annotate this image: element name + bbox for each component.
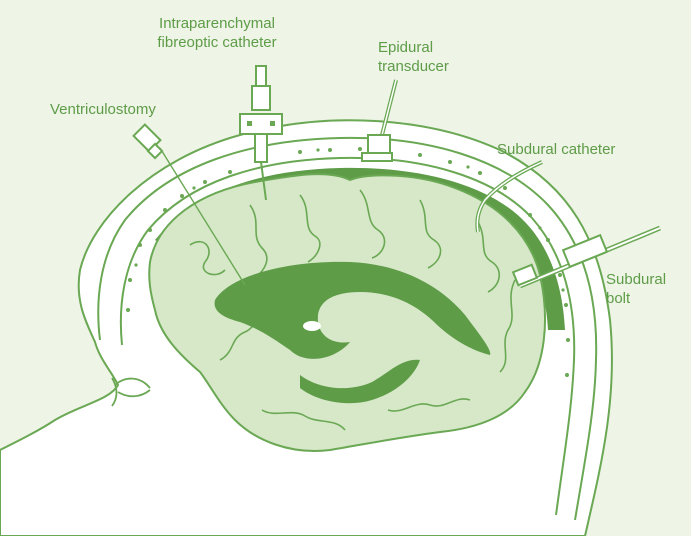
label-epidural-transducer: Epidural transducer [378, 38, 449, 76]
label-intraparenchymal-catheter: Intraparenchymal fibreoptic catheter [152, 14, 282, 52]
label-ventriculostomy: Ventriculostomy [50, 100, 156, 119]
label-intraparenchymal-line1: Intraparenchymal [152, 14, 282, 33]
label-subdural-catheter: Subdural catheter [497, 140, 615, 159]
third-ventricle [303, 321, 321, 331]
label-subdural-bolt: Subdural bolt [606, 270, 666, 308]
label-epidural-line1: Epidural [378, 38, 449, 57]
label-epidural-line2: transducer [378, 57, 449, 76]
label-subdural-bolt-line1: Subdural [606, 270, 666, 289]
label-intraparenchymal-line2: fibreoptic catheter [152, 33, 282, 52]
label-subdural-bolt-line2: bolt [606, 289, 666, 308]
